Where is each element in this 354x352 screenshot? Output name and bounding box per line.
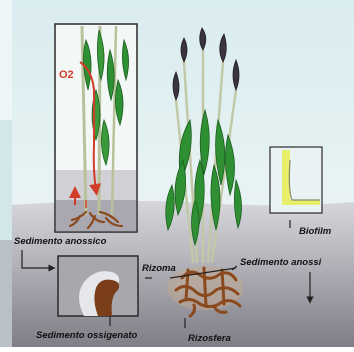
- anoxic-sediment-left-label: Sedimento anossico: [14, 237, 106, 247]
- oxygen-label: O2: [59, 70, 74, 81]
- anoxic-sediment-right-label: Sedimento anossi: [240, 258, 321, 268]
- biofilm-label: Biofilm: [299, 227, 331, 237]
- oxygenated-sediment-label: Sedimento ossigenato: [36, 331, 137, 341]
- oxygen-transport-inset: [55, 24, 137, 232]
- left-margin-sediment: [0, 240, 12, 347]
- biofilm-inset: [270, 147, 322, 213]
- rhizome-inset: [58, 256, 138, 316]
- rhizome-label: Rizoma: [142, 264, 176, 274]
- left-margin-water: [0, 120, 12, 240]
- rhizosphere-label: Rizosfera: [188, 334, 231, 344]
